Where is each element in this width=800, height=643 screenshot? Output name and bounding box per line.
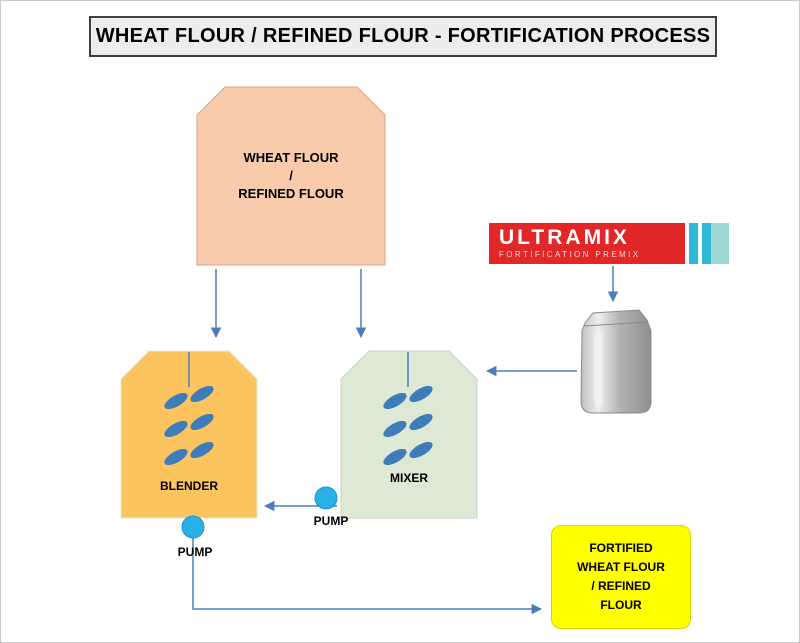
wheat-flour-hopper-shape xyxy=(196,86,386,266)
mixer-agitator-icon xyxy=(383,352,433,466)
banner-stripe xyxy=(689,223,698,264)
brand-name: ULTRAMIX xyxy=(499,226,630,249)
premix-pouch-image xyxy=(580,309,652,414)
hopper-label-line: / xyxy=(289,168,293,183)
banner-stripe xyxy=(702,223,711,264)
mixer-pump-icon xyxy=(314,486,338,510)
output-label-line: / REFINED xyxy=(591,579,651,593)
hopper-label-line: WHEAT FLOUR xyxy=(243,150,339,165)
output-label-line: FLOUR xyxy=(600,598,642,612)
ultramix-premix-banner: ULTRAMIX FORTIFICATION PREMIX xyxy=(489,223,729,264)
page-title: WHEAT FLOUR / REFINED FLOUR - FORTIFICAT… xyxy=(95,25,711,47)
blender-agitator-icon xyxy=(164,352,214,466)
output-label-line: FORTIFIED xyxy=(589,541,653,555)
mixer-pump-label: PUMP xyxy=(313,514,349,528)
arrow-blender-to-output xyxy=(192,538,543,615)
banner-stripe xyxy=(698,223,702,264)
blender-vessel-shape xyxy=(120,350,258,519)
banner-stripe xyxy=(711,223,729,264)
brand-subtitle: FORTIFICATION PREMIX xyxy=(499,250,641,259)
mixer-vessel-shape xyxy=(340,350,478,519)
blender-pump-icon xyxy=(181,515,205,539)
hopper-label-line: REFINED FLOUR xyxy=(238,186,344,201)
blender-pump-label: PUMP xyxy=(177,545,213,559)
banner-red-panel: ULTRAMIX FORTIFICATION PREMIX xyxy=(489,223,685,264)
banner-stripe xyxy=(685,223,689,264)
fortified-flour-output-box: FORTIFIED WHEAT FLOUR / REFINED FLOUR xyxy=(551,525,691,629)
wheat-flour-hopper-label: WHEAT FLOUR / REFINED FLOUR xyxy=(197,149,385,203)
diagram-title-bar: WHEAT FLOUR / REFINED FLOUR - FORTIFICAT… xyxy=(89,16,717,57)
blender-label: BLENDER xyxy=(159,479,218,493)
output-label-line: WHEAT FLOUR xyxy=(577,560,665,574)
mixer-label: MIXER xyxy=(389,471,428,485)
